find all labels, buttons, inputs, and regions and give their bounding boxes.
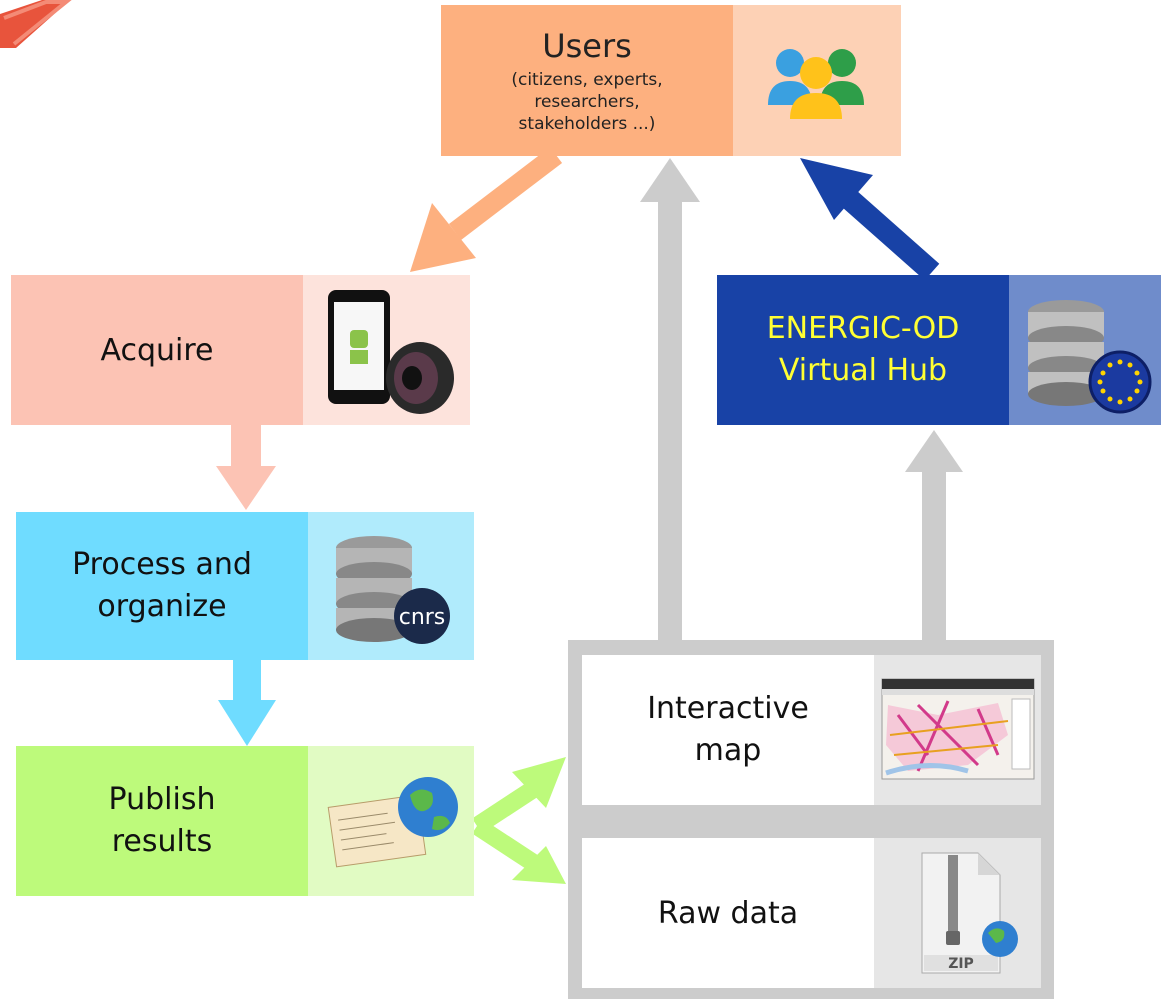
publish-label: Publish results xyxy=(16,746,308,896)
interactive-map-icon-panel xyxy=(874,655,1041,805)
zip-text: ZIP xyxy=(948,956,974,972)
speaker-icon xyxy=(385,342,454,414)
users-text: Users (citizens, experts, researchers, s… xyxy=(441,5,733,156)
cnrs-text: cnrs xyxy=(399,605,446,630)
metadata-card-globe-icon xyxy=(327,777,458,868)
zip-file-icon: ZIP xyxy=(921,852,1018,974)
users-title: Users xyxy=(542,26,632,65)
raw-data-icon-panel: ZIP xyxy=(874,838,1041,988)
hub-node: ENERGIC-OD Virtual Hub xyxy=(717,275,1161,425)
users-group-icon xyxy=(768,48,864,119)
process-icon-panel: cnrs xyxy=(308,512,474,660)
acquire-icon-panel xyxy=(303,275,470,425)
publish-icon-panel xyxy=(308,746,474,896)
arrow-acquire-to-process xyxy=(216,425,276,510)
acquire-node: Acquire xyxy=(11,275,470,425)
arrow-hub-to-users xyxy=(800,158,940,281)
users-icon-panel xyxy=(733,5,901,156)
hub-label: ENERGIC-OD Virtual Hub xyxy=(717,275,1009,425)
raw-data-node: Raw data ZIP xyxy=(582,838,1041,988)
acquire-label: Acquire xyxy=(11,275,303,425)
arrow-users-to-acquire xyxy=(410,147,563,272)
arrow-process-to-publish xyxy=(218,660,276,746)
arrow-outputs-to-users xyxy=(640,158,700,640)
process-node: Process and organize cnrs xyxy=(16,512,474,660)
corner-ribbon-decoration xyxy=(0,0,80,50)
users-subtitle: (citizens, experts, researchers, stakeho… xyxy=(511,69,663,134)
raw-data-label: Raw data xyxy=(582,838,874,988)
users-node: Users (citizens, experts, researchers, s… xyxy=(441,5,901,156)
interactive-map-node: Interactive map xyxy=(582,655,1041,805)
hub-icon-panel xyxy=(1009,275,1161,425)
cnrs-database-icon: cnrs xyxy=(336,536,450,644)
android-phone-icon xyxy=(327,290,390,404)
eu-database-icon xyxy=(1028,300,1152,414)
arrow-publish-to-outputs xyxy=(472,757,566,884)
arrow-outputs-to-hub xyxy=(905,430,963,640)
map-screenshot-icon xyxy=(881,678,1034,780)
process-label: Process and organize xyxy=(16,512,308,660)
interactive-map-label: Interactive map xyxy=(582,655,874,805)
publish-node: Publish results xyxy=(16,746,474,896)
